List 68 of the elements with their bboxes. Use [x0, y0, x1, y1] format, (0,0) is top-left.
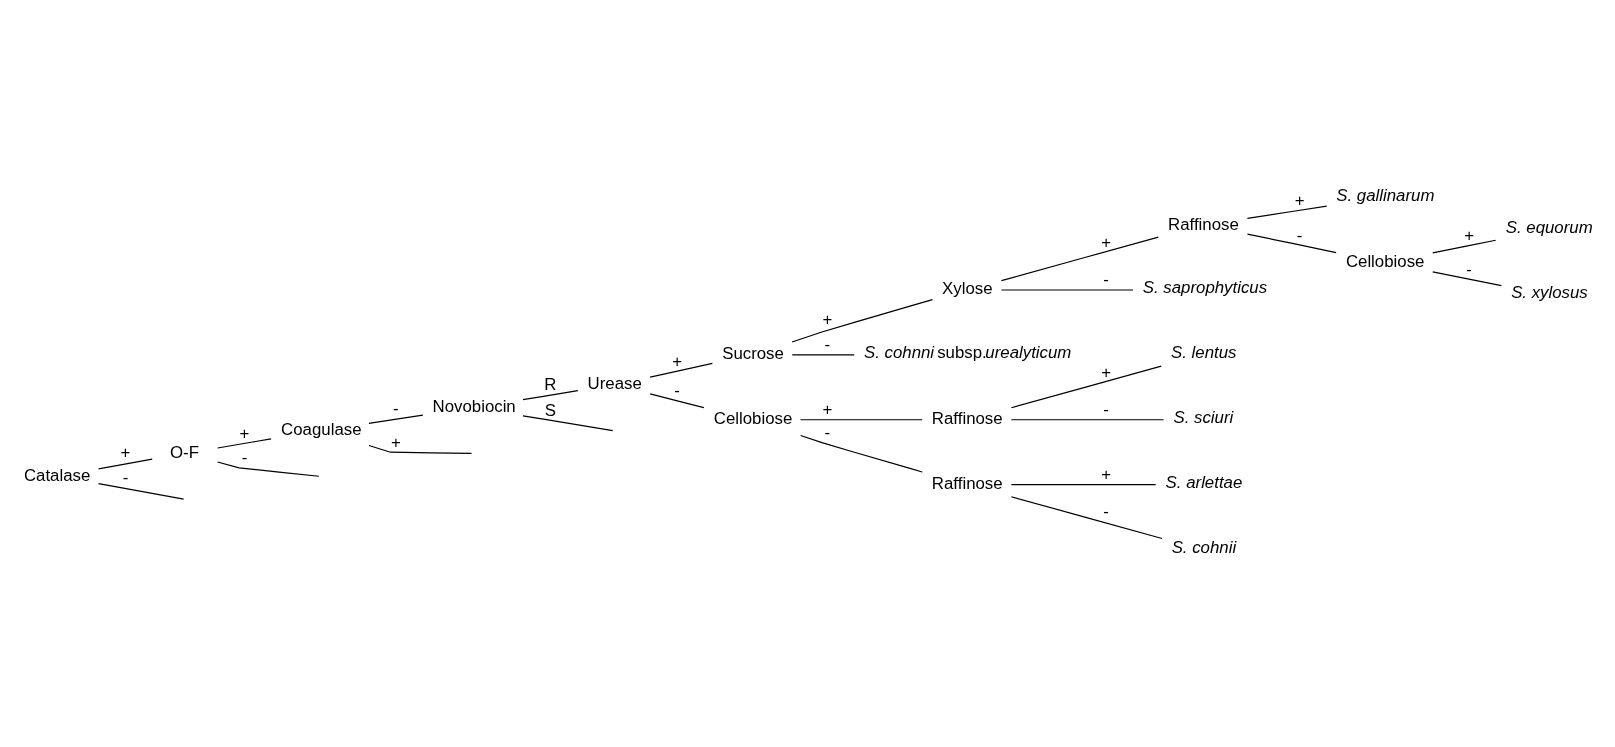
edge-label: +: [120, 443, 131, 463]
node-text: Catalase: [23, 465, 91, 485]
node-text: Coagulase: [281, 420, 362, 440]
edge-label: +: [1101, 362, 1112, 382]
connector: [1010, 484, 1157, 486]
node-text: S. arlettae: [1165, 472, 1243, 492]
connector: [1010, 365, 1162, 409]
edge-label: +: [1101, 233, 1112, 253]
connector: [216, 461, 320, 477]
edge-label: +: [1294, 191, 1305, 211]
connector: [522, 415, 614, 432]
connector: [1010, 496, 1163, 540]
edge-label: -: [1103, 400, 1109, 420]
edge-label: -: [393, 399, 399, 418]
node-text: Cellobiose: [1345, 251, 1425, 271]
node-text: S. sciuri: [1173, 408, 1234, 428]
node-text: S. cohnii: [1171, 537, 1237, 557]
node-text: Raffinose: [931, 474, 1003, 494]
connector: [368, 414, 424, 424]
connector: [217, 438, 272, 449]
connector: [649, 393, 705, 409]
edge-label: +: [822, 400, 833, 420]
edge-label: -: [241, 448, 248, 468]
connector: [1010, 419, 1165, 421]
connector: [1246, 233, 1337, 254]
edge-label: +: [822, 310, 833, 330]
edge-label: -: [1296, 225, 1303, 245]
edge-label: +: [390, 432, 401, 452]
connector: [649, 362, 713, 378]
edge-label: -: [1466, 259, 1472, 279]
node-text: S. saprophyticus: [1142, 278, 1268, 298]
edge-label: R: [544, 374, 557, 394]
node-text: Cellobiose: [713, 409, 793, 429]
edge-label: -: [122, 467, 129, 487]
node-text: S. equorum: [1505, 218, 1593, 238]
edge-label: -: [824, 335, 831, 355]
connector: [1432, 239, 1497, 254]
connector: [97, 458, 153, 470]
connector: [791, 299, 934, 343]
edge-label: S: [544, 401, 556, 421]
edge-label: +: [1464, 225, 1474, 245]
node-text: O-F: [169, 442, 199, 462]
connector: [522, 390, 579, 401]
node-text: Raffinose: [1168, 214, 1239, 234]
node-text: S. xylosus: [1511, 283, 1588, 303]
node-text: Sucrose: [722, 344, 784, 364]
edge-label: +: [1101, 465, 1112, 485]
connector: [1246, 205, 1328, 219]
node-text: S. gallinarum: [1336, 185, 1435, 205]
connector: [800, 434, 923, 473]
node-text: Urease: [587, 374, 642, 394]
connector: [97, 483, 185, 500]
node-text: Raffinose: [931, 409, 1003, 429]
node-text: S. lentus: [1171, 343, 1237, 363]
edge-label: -: [1103, 502, 1109, 522]
connector: [368, 444, 473, 455]
edge-label: -: [674, 380, 680, 400]
connector: [791, 354, 855, 356]
node-text: S. cohnni subsp.urealyticum: [863, 343, 1072, 363]
edge-label: -: [1103, 270, 1109, 290]
node-text: Novobiocin: [432, 397, 516, 417]
edge-label: +: [239, 424, 250, 444]
edge-label: +: [672, 352, 683, 372]
connector: [1432, 271, 1502, 287]
connector: [799, 419, 923, 421]
connector: [1000, 236, 1159, 282]
node-text: Xylose: [942, 279, 993, 299]
edge-label: -: [824, 423, 831, 443]
